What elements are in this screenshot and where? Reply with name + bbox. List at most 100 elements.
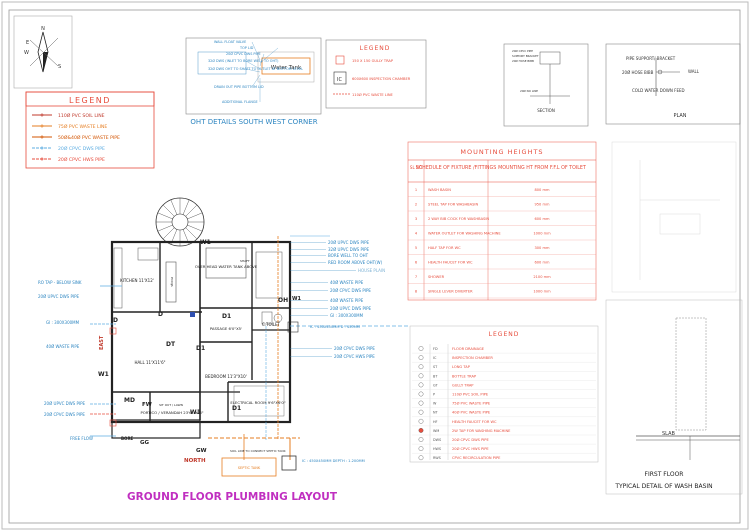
callout-left-6: FREE FLOW [70, 436, 93, 441]
gully-trap-icon [335, 55, 345, 65]
mounting-cell: HALF TAP FOR WC [428, 246, 461, 250]
oht-title: OHT DETAILS SOUTH WEST CORNER [190, 118, 317, 126]
legend-small-title: LEGEND [360, 45, 391, 52]
oht-note-4: 32Ø DWS OHT TO SHAFT TO OUTLET AT BOTTOM… [208, 66, 303, 71]
legend-right-code: WM [433, 429, 439, 433]
legend-symbol-icon [418, 409, 424, 415]
tag-d1-1: D1 [222, 313, 231, 320]
legend-right-desc: BOTTLE TRAP [452, 374, 477, 378]
ground-floor-plan: KITCHEN 11'X12' HALL 11'X11'6" BEDROOM 1… [38, 197, 410, 503]
legend-main-item-2: 50Ø&40Ø PVC WASTE PIPE [58, 134, 120, 141]
mounting-cell: 3 [415, 217, 417, 221]
mounting-cell: 1000 mm [533, 232, 551, 236]
tag-gw: GW [196, 448, 207, 454]
callout-right-8: 20Ø UPVC DWS PIPE [330, 306, 372, 311]
tag-w-right: OH [278, 297, 288, 304]
legend-right-desc: LONG TAP [452, 365, 471, 369]
callout-right-5: 40Ø WASTE PIPE [330, 280, 364, 285]
legend-right-code: ST [433, 365, 438, 369]
legend-right-desc: 110Ø PVC SOIL PIPE [452, 392, 489, 397]
gully-trap-2 [109, 419, 117, 427]
legend-symbol-icon [418, 346, 424, 351]
section-detail: 20Ø CPVC PIPE SUPPORT BRACKET 20Ø HOSE B… [503, 43, 589, 127]
mounting-header-1: SCHEDULE OF FIXTURE /FITTINGS [416, 165, 497, 171]
callout-right-10: 20Ø CPVC DWS PIPE [334, 346, 375, 351]
callout-right-1: 32Ø UPVC DWS PIPE [328, 247, 370, 252]
callout-right-2: BORE WELL TO OHT [328, 253, 369, 258]
svg-text:IC: IC [337, 77, 342, 83]
mounting-title: MOUNTING HEIGHTS [460, 148, 543, 156]
callout-left-5: 20Ø CPVC DWS PIPE [44, 412, 85, 417]
mounting-cell: 2100 mm [533, 275, 551, 279]
tag-w1-top: W1 [200, 239, 211, 246]
legend-right-desc: 75Ø PVC WASTE PIPE [452, 401, 491, 406]
callout-left-2: GI : 300X300MM [46, 320, 80, 325]
mounting-cell: 2 [415, 203, 417, 207]
mounting-cell: HEALTH FAUCET FOR WC [428, 261, 473, 265]
room-porch: PORTICO / VERANDAH 23'6"X6'6" [140, 410, 203, 415]
legend-right-desc: CPVC RECIRCULATION PIPE [452, 456, 501, 460]
legend-right-code: NT [433, 411, 439, 415]
legend-right-title: LEGEND [489, 331, 520, 338]
legend-right-desc: 20Ø CPVC HWS PIPE [452, 446, 489, 451]
legend-main-item-4: 20Ø CPVC HWS PIPE [58, 156, 105, 163]
compass-s: S [58, 64, 61, 70]
legend-symbol-icon [418, 437, 424, 442]
tag-d-2: D [158, 311, 163, 318]
plan-label-3: COLD WATER DOWN FEED [632, 88, 685, 93]
callout-left-4: 20Ø UPVC DWS PIPE [44, 401, 86, 406]
oht-note-0: WALL FLOAT VALVE [214, 40, 246, 44]
room-ctoilet: C.TOILET [262, 322, 281, 327]
tag-w1-bottom: W1 [190, 409, 201, 416]
oht-water-tank [261, 57, 311, 75]
legend-right-desc: GULLY TRAP [452, 383, 474, 387]
callout-right-9: GI : 300X300MM [330, 313, 364, 318]
legend-right-desc: FLOOR DRAINAGE [452, 347, 485, 351]
legend-symbol-icon [418, 355, 424, 360]
mounting-cell: 1000 mm [533, 290, 551, 294]
detail-caption-2: TYPICAL DETAIL OF WASH BASIN [614, 483, 712, 490]
legend-right-code: P [433, 393, 435, 397]
legend-right-code: W [433, 402, 437, 406]
mounting-cell: 2 WAY BIB COCK FOR WASHBASIN [428, 217, 489, 221]
legend-symbol-icon [418, 455, 424, 461]
legend-symbol-icon [418, 400, 424, 406]
ic-box-label-2: IC : 450X450MM D : 450MM [310, 325, 360, 329]
callout-left-0: RO TAP - BELOW SINK [38, 280, 82, 285]
room-bedroom: BEDROOM 11'3"X10' [205, 374, 247, 379]
mounting-cell: 1 [415, 188, 417, 192]
inspection-chamber-icon [333, 71, 347, 85]
callout-right-3: RED ROOM ABOVE OHT(W) [328, 260, 383, 265]
plan-detail: PIPE SUPPORT/ BRACKET 20Ø HOSE BIBB WALL… [605, 43, 741, 125]
room-sitout: SIT OUT / LAWN [159, 403, 183, 407]
legend-small: LEGEND IC 150 X 150 GULLY TRAP 600X600 I… [325, 39, 427, 109]
mounting-cell: 600 mm [534, 261, 550, 265]
legend-symbol-icon [418, 427, 424, 433]
tag-w1-hall: W1 [292, 296, 302, 302]
mounting-header-2: MOUNTING HT FROM F.F.L OF TOILET [498, 165, 586, 171]
callout-right-0: 20Ø UPVC DWS PIPE [328, 240, 370, 245]
mounting-cell: SHOWER [428, 275, 445, 279]
detail-caption-1: FIRST FLOOR [645, 471, 684, 478]
legend-right-code: IC [433, 356, 437, 360]
mounting-header-0: SL NO [410, 165, 422, 170]
tag-fw: FW [142, 402, 152, 408]
mounting-cell: 6 [415, 261, 418, 265]
room-kitchen: KITCHEN 11'X12' [120, 278, 154, 283]
callout-left-1: 20Ø UPVC DWS PIPE [38, 294, 80, 299]
svg-text:SUPPORT BRACKET: SUPPORT BRACKET [512, 54, 539, 58]
callout-left-3: 40Ø WASTE PIPE [46, 344, 80, 349]
mounting-cell: 950 mm [534, 203, 550, 207]
tag-d-1: D [113, 317, 118, 324]
east-label: EAST [99, 335, 105, 350]
compass-e: E [26, 40, 29, 46]
tag-dt: DT [166, 341, 176, 348]
legend-main-item-0: 110Ø PVC SOIL LINE [58, 112, 105, 119]
callout-right-7: 40Ø WASTE PIPE [330, 298, 364, 303]
gully-trap-1 [109, 327, 117, 335]
legend-symbol-icon [418, 391, 424, 397]
blue-valve-marker [190, 312, 195, 317]
tag-w1-left: W1 [98, 371, 109, 378]
